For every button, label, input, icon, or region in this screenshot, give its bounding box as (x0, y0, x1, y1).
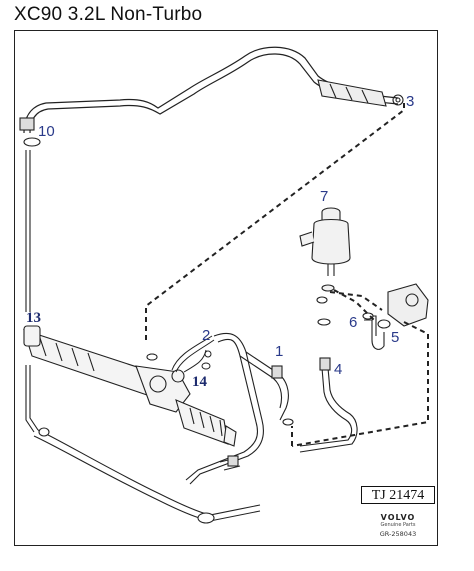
pressure-hose (185, 332, 294, 485)
callout-14: 14 (192, 374, 208, 390)
diagram-title: XC90 3.2L Non-Turbo (14, 4, 203, 25)
diagram-frame (14, 30, 438, 546)
callout-13: 13 (26, 310, 41, 326)
reference-code-box: TJ 21474 (361, 486, 435, 504)
small-fittings (146, 353, 211, 370)
part-number: GR-258043 (379, 530, 417, 538)
callout-10: 10 (38, 123, 55, 140)
pump-assembly (316, 283, 429, 350)
part-4-hose (299, 357, 358, 453)
callout-1: 1 (275, 343, 283, 360)
callout-2: 2 (202, 327, 210, 344)
reservoir (299, 207, 351, 292)
part-10-clamp (19, 117, 41, 147)
hose-clamp-3 (317, 79, 404, 107)
callout-3: 3 (406, 93, 414, 110)
steering-rack (23, 325, 237, 447)
callout-7: 7 (320, 188, 328, 205)
left-supply-pipe (25, 150, 39, 433)
callout-4: 4 (334, 361, 342, 378)
brand-logo-text: VOLVO (380, 513, 416, 522)
callout-5: 5 (391, 329, 399, 346)
lower-pipe (33, 427, 261, 524)
dashed-leaders (145, 100, 429, 447)
brand-subtitle: Genuine Parts (380, 522, 416, 528)
callout-6: 6 (349, 314, 357, 331)
